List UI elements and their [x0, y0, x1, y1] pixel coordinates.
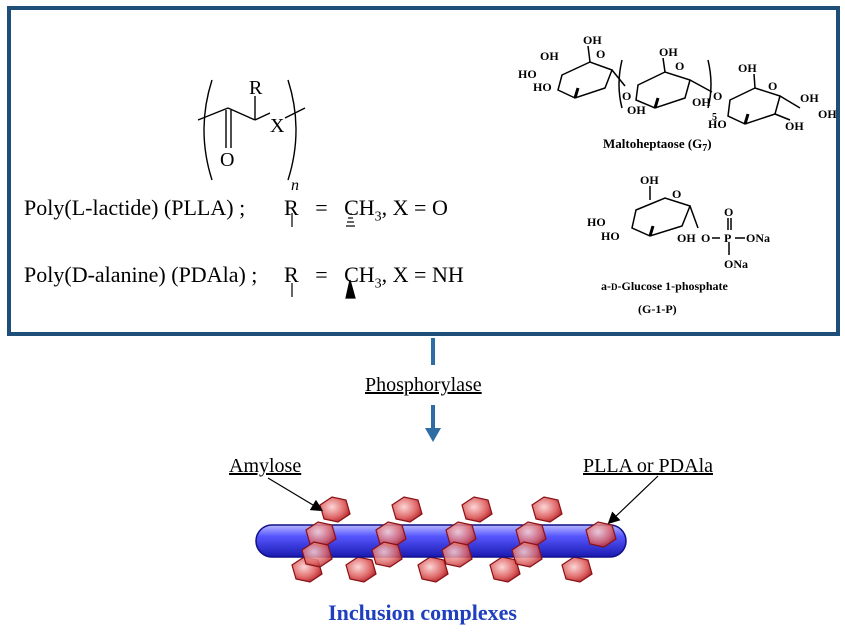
- svg-text:O: O: [768, 79, 777, 93]
- svg-text:OH: OH: [785, 119, 804, 133]
- bond-1: [197, 107, 229, 121]
- svg-text:O: O: [701, 231, 710, 245]
- svg-text:O: O: [596, 47, 605, 61]
- polymer-row-pdala: Poly(D-alanine) (PDAla) ;: [24, 262, 258, 287]
- amylose-helix-back: [291, 496, 593, 583]
- svg-text:ONa: ONa: [746, 231, 770, 245]
- polymer-row-pdala-formula: R = CH3, X = NH: [284, 262, 464, 292]
- svg-text:OH: OH: [692, 95, 711, 109]
- svg-text:OH: OH: [659, 45, 678, 59]
- svg-text:OH: OH: [627, 103, 646, 117]
- guest-polymer-label: PLLA or PDAla: [583, 455, 713, 477]
- row-1-decor: [291, 213, 355, 227]
- g1p-caption-line1: a-D-Glucose 1-phosphate: [601, 279, 729, 293]
- g1p-ring: [631, 197, 691, 237]
- glucose-1-phosphate-labels: OH O O HO HO OH O P ONa ONa: [587, 173, 770, 271]
- amylose-pointer: [267, 477, 324, 512]
- svg-text:P: P: [724, 231, 731, 245]
- glucose-1-phosphate-structure: [631, 186, 745, 255]
- svg-text:HO: HO: [587, 215, 606, 229]
- x-label: X: [270, 115, 285, 137]
- svg-text:O: O: [713, 89, 722, 103]
- svg-text:OH: OH: [738, 61, 757, 75]
- amylose-helix-front: [301, 521, 617, 568]
- maltoheptaose-structure: [557, 45, 801, 125]
- row-2-decor: [291, 279, 356, 299]
- svg-text:HO: HO: [518, 67, 537, 81]
- ring-1: [557, 61, 613, 99]
- svg-text:OH: OH: [540, 49, 559, 63]
- enzyme-label: Phosphorylase: [365, 374, 482, 396]
- inclusion-complex: [255, 475, 659, 583]
- svg-text:HO: HO: [708, 117, 727, 131]
- svg-text:O: O: [675, 59, 684, 73]
- svg-text:OH: OH: [583, 33, 602, 47]
- polymer-row-plla-formula: R = CH3, X = O: [284, 195, 448, 225]
- o-label: O: [220, 149, 234, 171]
- left-paren: [203, 79, 213, 181]
- svg-text:O: O: [724, 205, 733, 219]
- svg-text:ONa: ONa: [724, 257, 748, 271]
- polymer-row-plla: Poly(L-lactide) (PLLA) ;: [24, 195, 246, 220]
- g1p-caption-line2: (G-1-P): [638, 302, 677, 316]
- right-paren: [287, 79, 297, 181]
- svg-text:OH: OH: [818, 107, 837, 121]
- svg-text:OH: OH: [640, 173, 659, 187]
- svg-text:HO: HO: [601, 229, 620, 243]
- svg-text:OH: OH: [800, 91, 819, 105]
- guest-pointer: [607, 475, 659, 525]
- n-label: n: [291, 177, 299, 194]
- ring-3: [727, 87, 781, 125]
- top-panel-frame: [7, 6, 840, 336]
- svg-text:O: O: [622, 89, 631, 103]
- svg-text:OH: OH: [677, 231, 696, 245]
- amylose-label: Amylose: [229, 455, 302, 477]
- svg-text:HO: HO: [533, 80, 552, 94]
- svg-text:O: O: [672, 187, 681, 201]
- result-title: Inclusion complexes: [328, 600, 517, 625]
- maltoheptaose-labels: OH OH OH HO HO O O O OH O OH OH O OH HO …: [518, 33, 837, 133]
- repeat-5: 5: [712, 112, 717, 123]
- maltoheptaose-caption: Maltoheptaose (G7): [603, 136, 712, 154]
- general-formula: [197, 79, 306, 181]
- reaction-arrow: [425, 338, 441, 442]
- r-label: R: [249, 77, 263, 99]
- bond-2: [227, 107, 256, 121]
